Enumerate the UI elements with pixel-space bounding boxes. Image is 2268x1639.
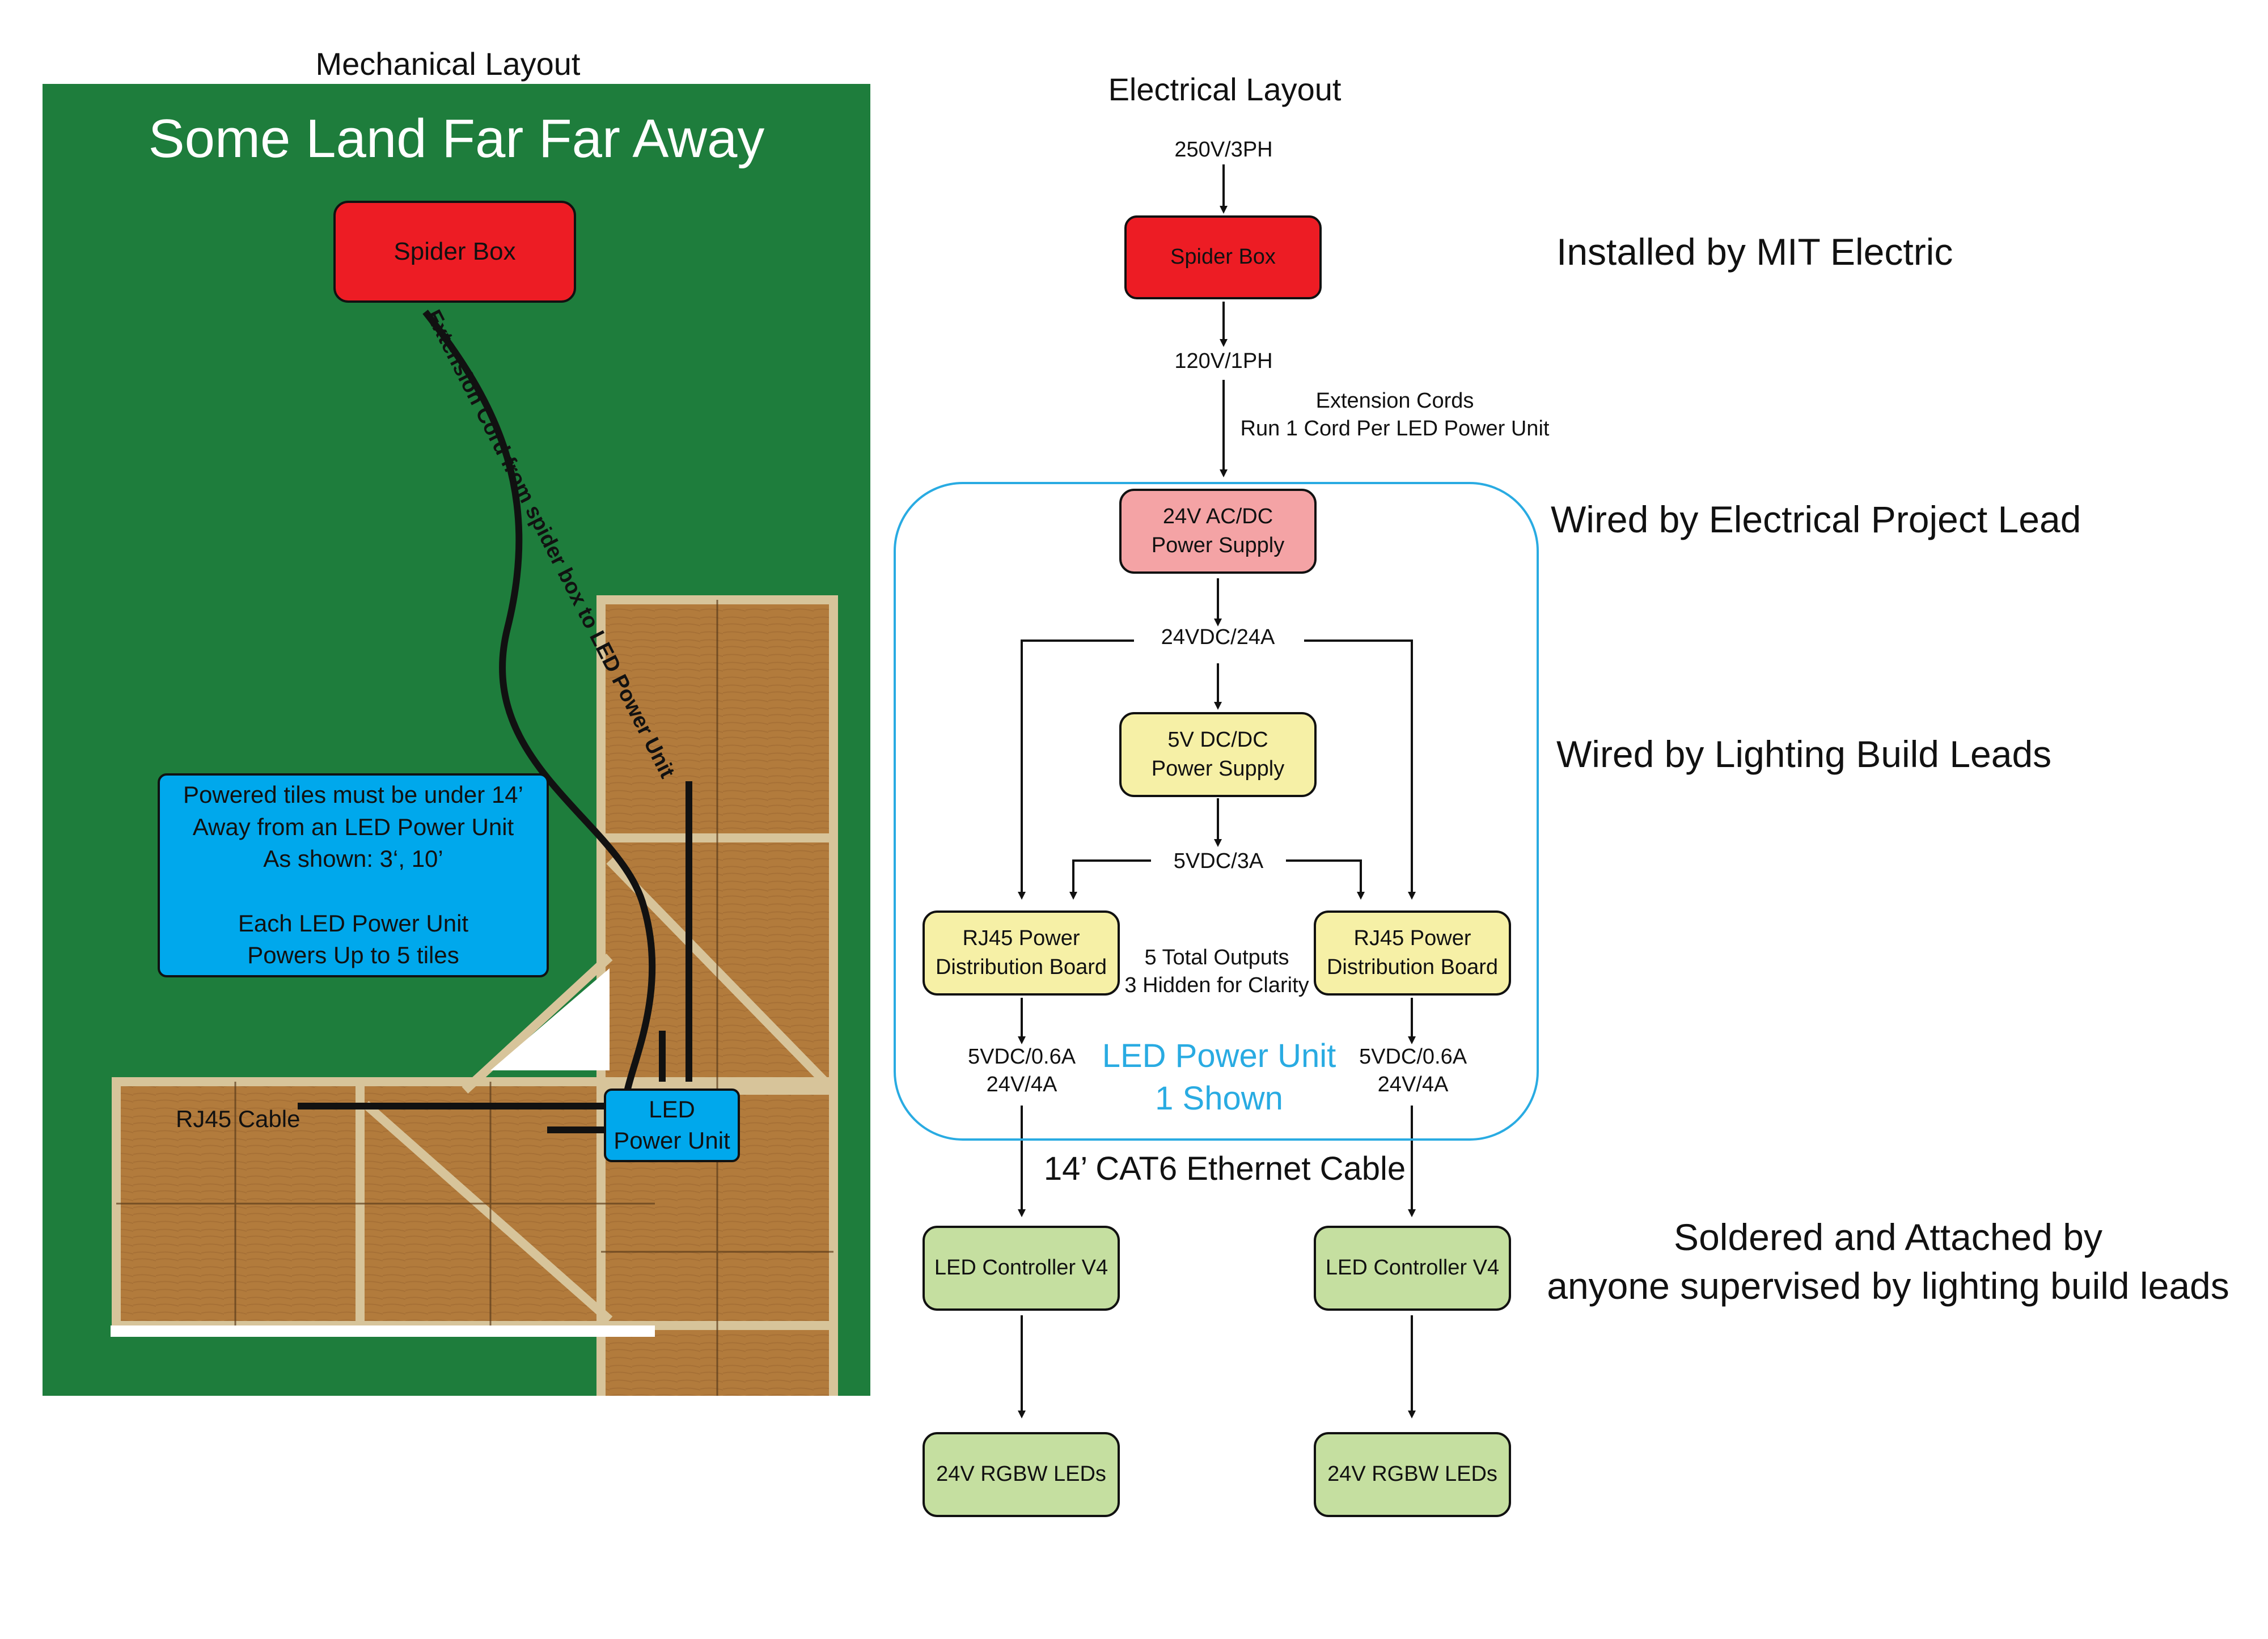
psu-5v-box: 5V DC/DC Power Supply — [1119, 712, 1317, 797]
rj45-board-left: RJ45 Power Distribution Board — [923, 910, 1120, 996]
psu-24v-box: 24V AC/DC Power Supply — [1119, 489, 1317, 574]
land-title: Some Land Far Far Away — [148, 108, 765, 169]
spider-box-electrical: Spider Box — [1124, 215, 1322, 299]
led-power-unit-group-label: LED Power Unit 1 Shown — [1102, 1037, 1336, 1117]
led-power-unit-group — [894, 482, 1539, 1141]
output-left-label: 5VDC/0.6A 24V/4A — [967, 1045, 1076, 1097]
note-electrical-lead: Wired by Electrical Project Lead — [1551, 498, 2081, 540]
note-lighting-leads: Wired by Lighting Build Leads — [1556, 733, 2052, 775]
led-controller-left: LED Controller V4 — [923, 1226, 1120, 1311]
spider-box-mechanical: Spider Box — [333, 201, 576, 303]
output-voltage-label: 120V/1PH — [1174, 349, 1273, 373]
electrical-layout-title: Electrical Layout — [1108, 71, 1342, 107]
map-drawing — [111, 310, 838, 1415]
extension-cords-note: Extension Cords Run 1 Cord Per LED Power… — [1240, 389, 1550, 441]
bus-24vdc-label: 24VDC/24A — [1161, 625, 1275, 649]
led-power-unit-mechanical: LED Power Unit — [604, 1089, 740, 1162]
tiles-info-box: Powered tiles must be under 14’ Away fro… — [158, 773, 549, 977]
deck-tiles — [111, 595, 838, 1415]
cables — [298, 310, 692, 1133]
rj45-board-right: RJ45 Power Distribution Board — [1314, 910, 1511, 996]
output-right-label: 5VDC/0.6A 24V/4A — [1359, 1045, 1467, 1097]
cat6-cable-label: 14’ CAT6 Ethernet Cable — [1043, 1150, 1406, 1187]
note-mit-electric: Installed by MIT Electric — [1556, 231, 1953, 273]
outputs-note: 5 Total Outputs 3 Hidden for Clarity — [1124, 946, 1309, 998]
leds-right: 24V RGBW LEDs — [1314, 1432, 1511, 1517]
extension-cord — [422, 310, 656, 1106]
bus-5vdc-label: 5VDC/3A — [1173, 849, 1264, 873]
input-voltage-label: 250V/3PH — [1174, 138, 1273, 162]
mechanical-layout-title: Mechanical Layout — [315, 46, 581, 82]
leds-left: 24V RGBW LEDs — [923, 1432, 1120, 1517]
led-controller-right: LED Controller V4 — [1314, 1226, 1511, 1311]
note-soldered: Soldered and Attached by anyone supervis… — [1547, 1216, 2229, 1307]
rj45-cable-label: RJ45 Cable — [176, 1106, 301, 1132]
